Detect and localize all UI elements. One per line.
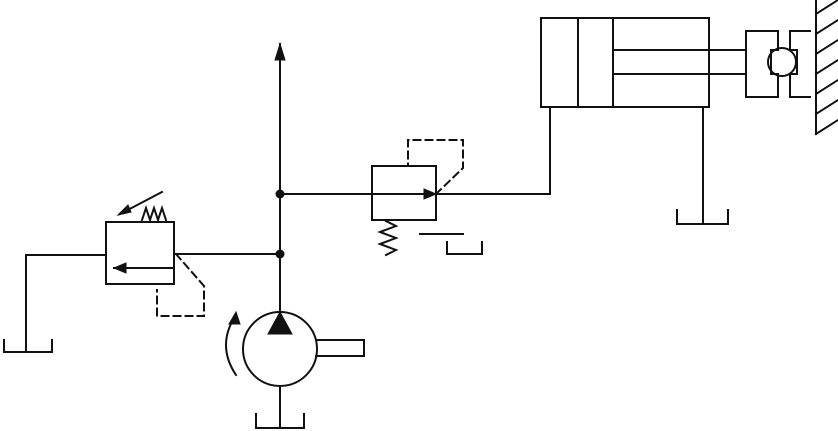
main-pressure-line	[274, 42, 286, 313]
relief-valve-icon	[105, 190, 281, 317]
fixed-wall-icon	[814, 0, 838, 136]
hydraulic-pump-icon	[225, 310, 365, 387]
tank-icon	[255, 385, 305, 429]
clamp-workpiece-icon	[745, 30, 811, 98]
cylinder-supply-line	[435, 106, 551, 195]
hydraulic-cylinder-icon	[540, 17, 747, 225]
tank-icon	[3, 254, 107, 353]
pressure-reducing-valve-icon	[279, 139, 483, 257]
